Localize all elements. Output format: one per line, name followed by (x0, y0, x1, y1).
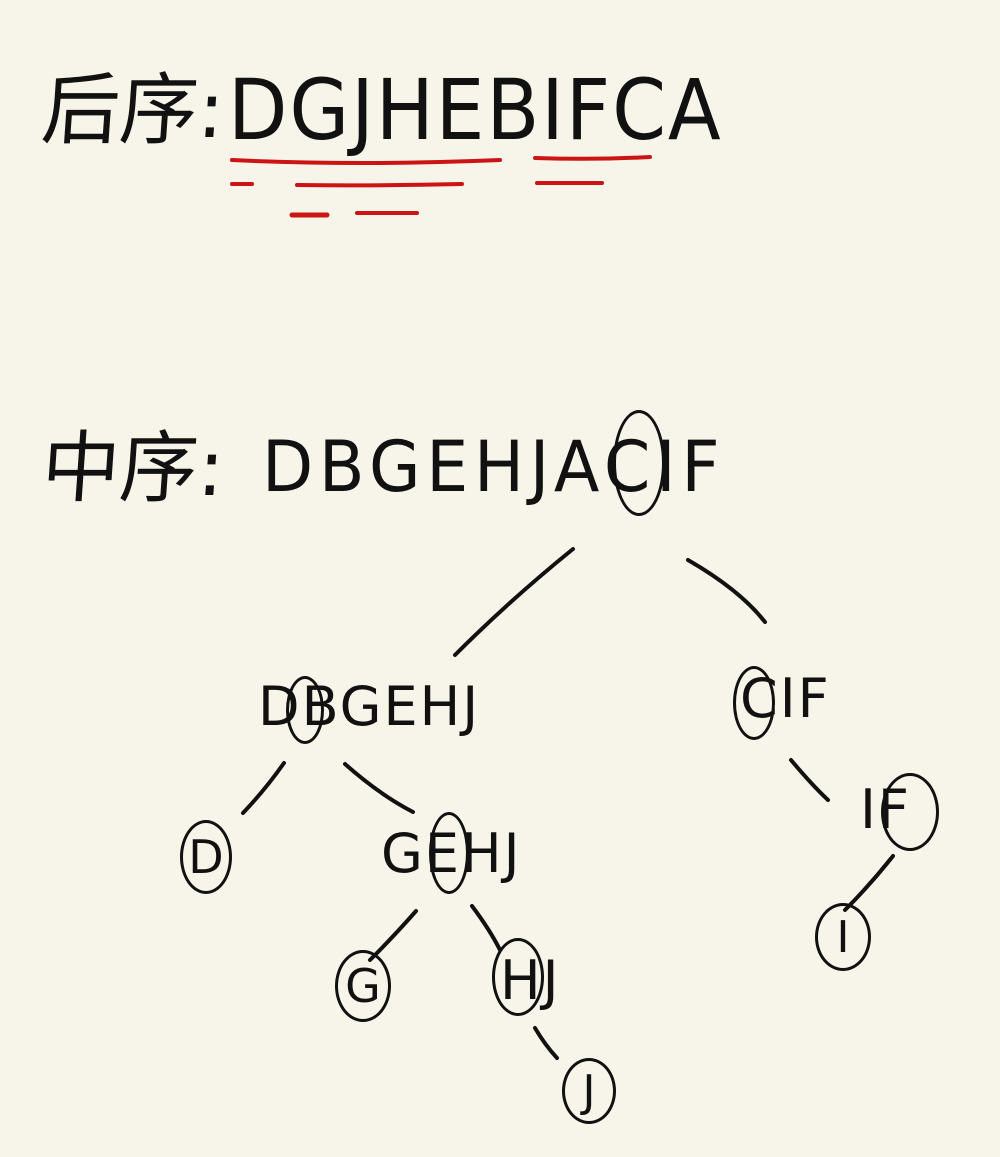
edge-e-left (368, 909, 418, 962)
edge-a-left (453, 547, 575, 657)
b-circle (286, 676, 324, 744)
f-circle (881, 773, 939, 851)
edge-h-right (533, 1026, 559, 1060)
c-circle (733, 666, 775, 740)
edge-f-left (843, 854, 895, 912)
postorder-sequence: DGJHEBIFCA (228, 61, 723, 159)
edge-e-right (470, 904, 502, 952)
e-circle (429, 812, 469, 894)
red-underline (533, 155, 652, 161)
leaf-i: I (815, 903, 871, 971)
leaf-j: J (562, 1058, 616, 1124)
red-underline (230, 158, 502, 165)
inorder-label: 中序: (38, 424, 228, 514)
h-circle (492, 938, 544, 1016)
red-annotations (230, 155, 652, 218)
edge-b-right (343, 762, 415, 814)
leaf-g: G (335, 950, 391, 1022)
edge-b-left (241, 761, 286, 815)
edge-c-right (789, 758, 830, 802)
postorder-label: 后序: (38, 66, 228, 156)
red-underline (295, 182, 464, 188)
edge-a-right (686, 558, 767, 624)
leaf-d: D (180, 820, 232, 894)
root-circle (613, 410, 665, 516)
